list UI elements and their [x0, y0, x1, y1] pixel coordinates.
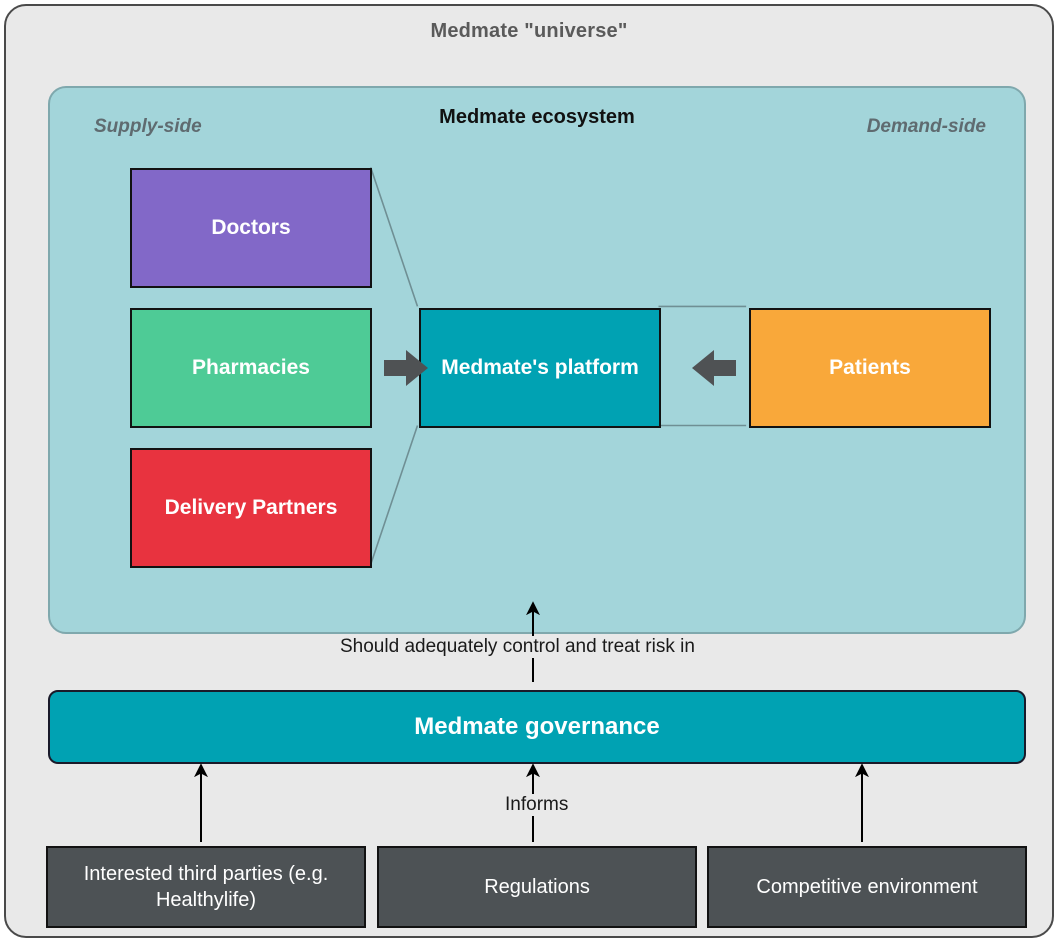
- node-medmate-platform-label: Medmate's platform: [441, 355, 639, 379]
- demand-side-label: Demand-side: [866, 116, 986, 137]
- node-doctors-label: Doctors: [211, 215, 291, 239]
- source-competitive-environment[interactable]: Competitive environment: [707, 846, 1027, 928]
- governance-label: Medmate governance: [414, 713, 660, 740]
- node-medmate-platform[interactable]: Medmate's platform: [419, 308, 661, 428]
- source-regulations[interactable]: Regulations: [377, 846, 697, 928]
- supply-side-label: Supply-side: [94, 116, 202, 137]
- control-flow-label: Should adequately control and treat risk…: [334, 636, 701, 658]
- source-interested-third-parties[interactable]: Interested third parties (e.g. Healthyli…: [46, 846, 366, 928]
- node-patients[interactable]: Patients: [749, 308, 991, 428]
- universe-title: Medmate "universe": [430, 20, 628, 42]
- node-patients-label: Patients: [829, 355, 911, 379]
- source-regulations-label: Regulations: [484, 876, 590, 898]
- source-interested-third-parties-label: Interested third parties (e.g. Healthyli…: [83, 863, 329, 911]
- node-doctors[interactable]: Doctors: [130, 168, 372, 288]
- node-pharmacies[interactable]: Pharmacies: [130, 308, 372, 428]
- source-competitive-environment-label: Competitive environment: [756, 876, 978, 898]
- node-delivery-partners[interactable]: Delivery Partners: [130, 448, 372, 568]
- ecosystem-container: Medmate ecosystem Supply-side Demand-sid…: [48, 86, 1026, 634]
- node-delivery-partners-label: Delivery Partners: [164, 495, 338, 519]
- universe-container: Medmate "universe" Medmate ecosystem Sup…: [4, 4, 1054, 938]
- governance-bar[interactable]: Medmate governance: [48, 690, 1026, 764]
- informs-flow-label: Informs: [499, 794, 575, 816]
- ecosystem-title: Medmate ecosystem: [439, 106, 635, 128]
- node-pharmacies-label: Pharmacies: [192, 355, 310, 379]
